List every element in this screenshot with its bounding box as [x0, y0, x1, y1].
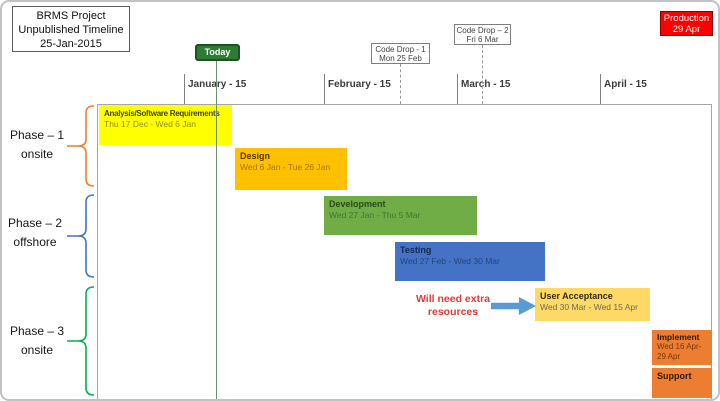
production-milestone-flag: Production 29 Apr [660, 11, 713, 36]
task-dates: Wed 30 Mar - Wed 15 Apr [540, 302, 638, 312]
phase-3-name: Phase – 3 [9, 324, 65, 338]
today-marker: Today [195, 44, 240, 61]
code-drop-2-label: Code Drop – 2 [456, 26, 509, 35]
task-dates: Wed 6 Jan - Tue 26 Jan [240, 162, 331, 172]
slide-title-box: BRMS Project Unpublished Timeline 25-Jan… [12, 6, 130, 52]
month-label-january: January - 15 [188, 79, 247, 90]
phase-1-name: Phase – 1 [9, 128, 65, 142]
axis-tick-january [184, 74, 185, 104]
code-drop-1-leader-line [400, 64, 401, 104]
month-label-february: February - 15 [328, 79, 391, 90]
task-name: Testing [400, 245, 432, 255]
task-bar-testing: Testing Wed 27 Feb - Wed 30 Mar [395, 242, 545, 281]
phase-3-location: onsite [20, 343, 54, 357]
production-label: Production [663, 13, 710, 24]
project-name: BRMS Project [36, 10, 106, 22]
task-name: Development [329, 199, 386, 209]
code-drop-1-callout: Code Drop - 1 Mon 25 Feb [371, 43, 430, 64]
phase-1-brace [67, 105, 95, 187]
code-drop-1-date: Mon 25 Feb [379, 54, 422, 63]
task-name: Support [657, 371, 692, 381]
code-drop-2-leader-line [482, 45, 483, 104]
task-name: Implement [657, 332, 700, 342]
task-bar-support: Support [652, 368, 712, 398]
axis-tick-april [600, 74, 601, 104]
task-dates: Thu 17 Dec - Wed 6 Jan [104, 119, 196, 129]
production-date: 29 Apr [672, 24, 701, 35]
month-label-april: April - 15 [604, 79, 647, 90]
code-drop-2-date: Fri 6 Mar [466, 35, 499, 44]
phase-2-location: offshore [13, 235, 57, 249]
phase-1-label: Phase – 1 onsite [6, 126, 68, 164]
timeline-date: 25-Jan-2015 [40, 38, 102, 50]
task-dates-line2: 29 Apr [657, 352, 681, 361]
task-bar-implement: Implement Wed 16 Apr- 29 Apr [652, 330, 712, 365]
task-name: Design [240, 151, 271, 161]
code-drop-1-label: Code Drop - 1 [375, 45, 426, 54]
phase-1-location: onsite [20, 147, 54, 161]
axis-tick-march [457, 74, 458, 104]
axis-tick-february [324, 74, 325, 104]
phase-2-brace [67, 194, 95, 278]
task-dates: Wed 27 Jan - Thu 5 Mar [329, 210, 421, 220]
task-dates-line1: Wed 16 Apr- [657, 342, 702, 351]
task-name: Analysis/Software Requirements [104, 109, 220, 118]
phase-2-name: Phase – 2 [7, 216, 63, 230]
timeline-subtitle: Unpublished Timeline [18, 24, 124, 36]
task-dates: Wed 27 Feb - Wed 30 Mar [400, 256, 500, 266]
task-name: User Acceptance [540, 291, 613, 301]
task-bar-user-acceptance: User Acceptance Wed 30 Mar - Wed 15 Apr [535, 288, 650, 321]
extra-resources-annotation: Will need extra resources [407, 293, 499, 319]
annotation-line1: Will need extra [415, 293, 490, 305]
annotation-line2: resources [427, 306, 479, 318]
phase-3-brace [67, 286, 95, 396]
month-label-march: March - 15 [461, 79, 511, 90]
today-vertical-line [216, 59, 217, 399]
phase-2-label: Phase – 2 offshore [4, 214, 66, 252]
task-bar-development: Development Wed 27 Jan - Thu 5 Mar [324, 196, 477, 235]
task-bar-analysis-requirements: Analysis/Software Requirements Thu 17 De… [99, 105, 232, 145]
today-label: Today [204, 47, 231, 57]
code-drop-2-callout: Code Drop – 2 Fri 6 Mar [454, 24, 511, 45]
phase-3-label: Phase – 3 onsite [6, 322, 68, 360]
task-bar-design: Design Wed 6 Jan - Tue 26 Jan [235, 148, 347, 190]
